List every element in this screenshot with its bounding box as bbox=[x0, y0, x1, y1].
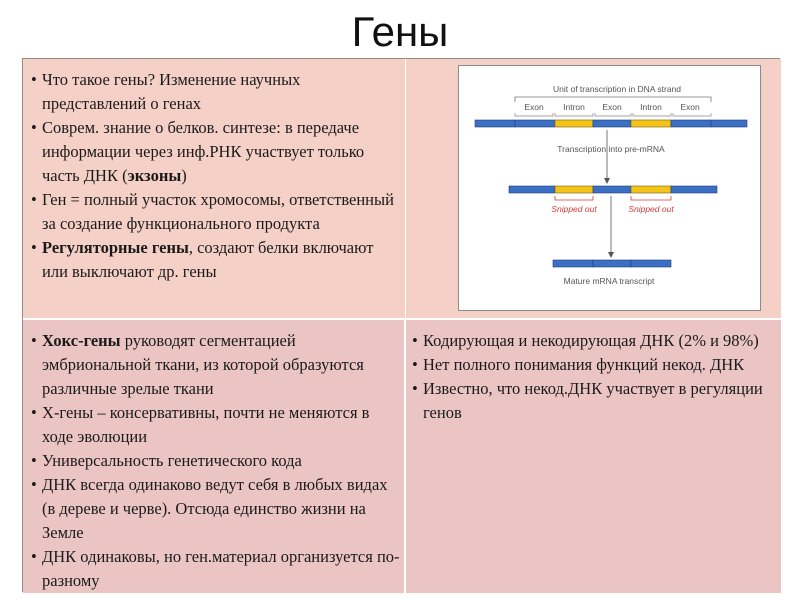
bullet-list-bottom-left: Хокс-гены руководят сегментацией эмбрион… bbox=[31, 329, 403, 593]
slide-title: Гены bbox=[351, 8, 449, 55]
list-item: Регуляторные гены, создают белки включаю… bbox=[31, 236, 401, 284]
cell-bottom-left: Хокс-гены руководят сегментацией эмбрион… bbox=[23, 320, 406, 593]
list-item: Соврем. знание о белков. синтезе: в пере… bbox=[31, 116, 401, 188]
list-item: Известно, что некод.ДНК участвует в регу… bbox=[412, 377, 776, 425]
item-text: Что такое гены? Изменение научных предст… bbox=[42, 70, 301, 113]
segment-label: Exon bbox=[602, 102, 622, 112]
snipped-label: Snipped out bbox=[628, 204, 674, 214]
item-text: ) bbox=[181, 166, 187, 185]
list-item: ДНК одинаковы, но ген.материал организуе… bbox=[31, 545, 403, 593]
list-item: Х-гены – консервативны, почти не меняютс… bbox=[31, 401, 403, 449]
snip-bracket bbox=[630, 196, 672, 201]
segment-label: Exon bbox=[680, 102, 700, 112]
segment-label: Exon bbox=[524, 102, 544, 112]
cell-top-right: Unit of transcription in DNA strand Exon… bbox=[406, 59, 781, 320]
item-text: ДНК одинаковы, но ген.материал организуе… bbox=[42, 547, 400, 590]
list-item: Кодирующая и некодирующая ДНК (2% и 98%) bbox=[412, 329, 776, 353]
segment-brackets bbox=[514, 113, 712, 117]
list-item: Хокс-гены руководят сегментацией эмбрион… bbox=[31, 329, 403, 401]
snipped-label: Snipped out bbox=[551, 204, 597, 214]
item-bold: Регуляторные гены bbox=[42, 238, 189, 257]
item-bold: экзоны bbox=[127, 166, 182, 185]
item-text: ДНК всегда одинаково ведут себя в любых … bbox=[42, 475, 388, 542]
item-bold: Хокс-гены bbox=[42, 331, 121, 350]
bullet-list-bottom-right: Кодирующая и некодирующая ДНК (2% и 98%)… bbox=[412, 329, 776, 425]
snip-bracket bbox=[554, 196, 594, 201]
cell-top-left: Что такое гены? Изменение научных предст… bbox=[23, 59, 406, 320]
diagram-svg: Unit of transcription in DNA strand Exon… bbox=[474, 84, 748, 286]
transcription-label: Transcription into pre-mRNA bbox=[557, 144, 665, 154]
segment-label: Intron bbox=[563, 102, 585, 112]
list-item: Ген = полный участок хромосомы, ответств… bbox=[31, 188, 401, 236]
dna-strand bbox=[474, 119, 748, 128]
item-text: , создают белки включают или выключают д… bbox=[42, 238, 374, 281]
item-text: Х-гены – консервативны, почти не меняютс… bbox=[42, 403, 370, 446]
mature-mrna-strand bbox=[552, 259, 672, 268]
arrow-head bbox=[608, 252, 614, 258]
content-table: Что такое гены? Изменение научных предст… bbox=[22, 58, 781, 593]
diagram-header: Unit of transcription in DNA strand bbox=[553, 84, 681, 94]
transcription-diagram: Unit of transcription in DNA strand Exon… bbox=[458, 65, 761, 311]
list-item: ДНК всегда одинаково ведут себя в любых … bbox=[31, 473, 403, 545]
mature-label: Mature mRNA transcript bbox=[564, 276, 655, 286]
bracket-line bbox=[514, 96, 712, 102]
item-text: Универсальность генетического кода bbox=[42, 451, 302, 470]
item-text: Ген = полный участок хромосомы, ответств… bbox=[42, 190, 394, 233]
list-item: Нет полного понимания функций некод. ДНК bbox=[412, 353, 776, 377]
item-text: Соврем. знание о белков. синтезе: в пере… bbox=[42, 118, 365, 185]
pre-mrna-strand bbox=[508, 185, 718, 194]
bullet-list-top-left: Что такое гены? Изменение научных предст… bbox=[31, 68, 401, 284]
cell-bottom-right: Кодирующая и некодирующая ДНК (2% и 98%)… bbox=[406, 320, 781, 593]
item-text: руководят сегментацией эмбриональной тка… bbox=[42, 331, 364, 398]
list-item: Универсальность генетического кода bbox=[31, 449, 403, 473]
list-item: Что такое гены? Изменение научных предст… bbox=[31, 68, 401, 116]
arrow-head bbox=[604, 178, 610, 184]
segment-label: Intron bbox=[640, 102, 662, 112]
